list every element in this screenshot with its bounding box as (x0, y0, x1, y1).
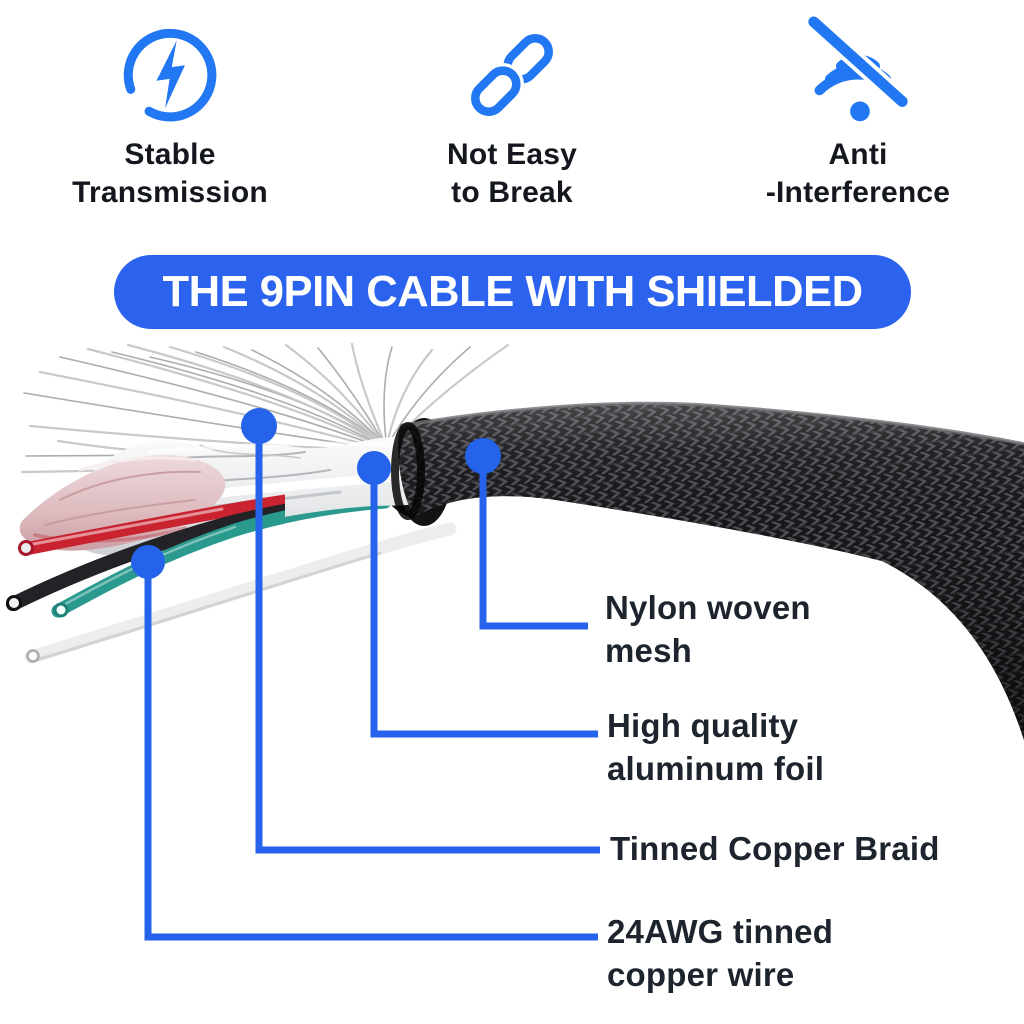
feature-anti-interference: Anti -Interference (724, 14, 992, 212)
callout-label-nylon-mesh: Nylon woven mesh (605, 586, 811, 672)
callout-label-copper-wire: 24AWG tinned copper wire (607, 910, 833, 996)
callout-label-line1: Tinned Copper Braid (610, 830, 940, 867)
feature-label-line2: Transmission (72, 176, 268, 209)
callout-lines (144, 426, 600, 941)
callout-dot-aluminum-foil (357, 451, 391, 485)
callout-label-line2: mesh (605, 632, 693, 669)
callout-dots (131, 408, 501, 579)
feature-label-line1: Not Easy (447, 138, 577, 171)
wifi-off-icon (799, 14, 917, 136)
callout-label-line1: Nylon woven (605, 589, 811, 626)
feature-label-line2: -Interference (765, 176, 951, 209)
chain-link-icon (458, 14, 566, 136)
feature-label: Stable Transmission (72, 136, 268, 212)
headline-banner: THE 9PIN CABLE WITH SHIELDED (114, 255, 911, 329)
callout-dot-copper-wire (131, 545, 165, 579)
feature-label-line2: to Break (451, 176, 573, 209)
feature-label-line1: Stable (124, 138, 216, 171)
feature-label: Anti -Interference (766, 136, 950, 212)
callout-label-line1: High quality (607, 707, 799, 744)
lightning-circle-icon (113, 14, 227, 136)
callout-label-copper-braid: Tinned Copper Braid (610, 827, 940, 870)
callout-label-line2: aluminum foil (607, 750, 825, 787)
headline-text: THE 9PIN CABLE WITH SHIELDED (162, 267, 863, 316)
callout-line-aluminum-foil (370, 468, 598, 738)
callout-line-nylon-mesh (479, 456, 588, 630)
feature-stable-transmission: Stable Transmission (36, 14, 304, 212)
callout-dot-nylon-mesh (465, 438, 501, 474)
nylon-mesh-sleeve (391, 401, 1024, 740)
callout-label-line1: 24AWG tinned (607, 913, 834, 950)
callout-label-line2: copper wire (607, 956, 795, 993)
callout-label-aluminum-foil: High quality aluminum foil (607, 704, 824, 790)
feature-label: Not Easy to Break (447, 136, 577, 212)
callout-dot-copper-braid (241, 408, 277, 444)
callout-line-copper-wire (144, 562, 598, 941)
callout-line-copper-braid (255, 426, 600, 854)
wire-tips (6, 540, 69, 663)
feature-label-line1: Anti (828, 138, 888, 171)
feature-not-easy-to-break: Not Easy to Break (378, 14, 646, 212)
